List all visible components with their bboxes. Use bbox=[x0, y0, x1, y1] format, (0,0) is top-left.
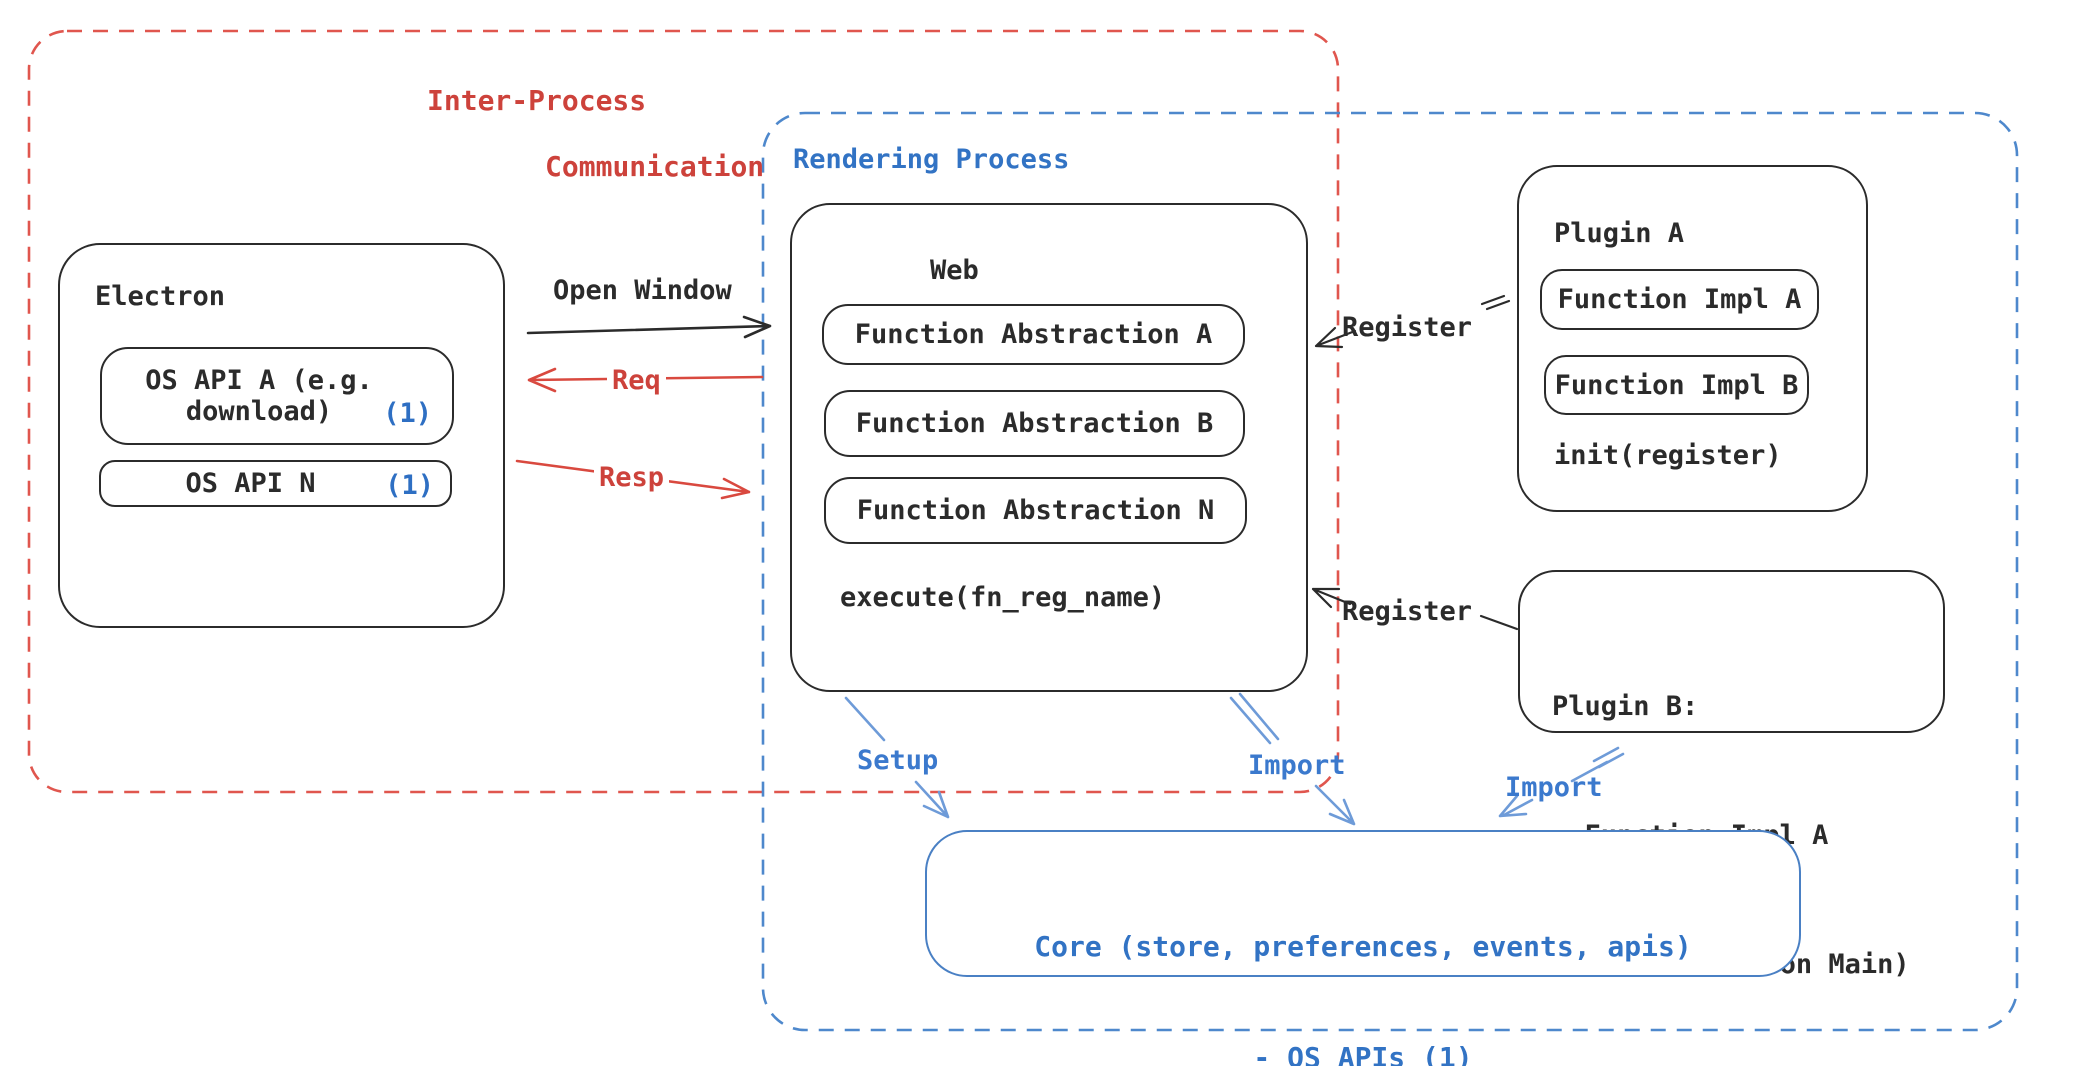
web-title: Web bbox=[930, 255, 979, 286]
register-plugin-b-arrow-tail bbox=[1479, 614, 1519, 631]
setup-label: Setup bbox=[857, 745, 939, 776]
function-abstraction-b-box: Function Abstraction B bbox=[824, 390, 1245, 457]
os-api-a-line1: OS API A (e.g. bbox=[145, 365, 373, 396]
init-register-label: init(register) bbox=[1554, 440, 1782, 471]
register-plugin-b-label: Register bbox=[1342, 596, 1473, 627]
electron-box: Electron OS API A (e.g. download) (1) OS… bbox=[58, 243, 505, 628]
core-box: Core (store, preferences, events, apis) … bbox=[925, 830, 1801, 1066]
function-impl-a-box: Function Impl A bbox=[1540, 269, 1819, 330]
execute-call-label: execute(fn_reg_name) bbox=[840, 582, 1166, 613]
function-abstraction-b-label: Function Abstraction B bbox=[855, 408, 1214, 439]
ipc-label-line2: Communication bbox=[545, 150, 765, 183]
function-abstraction-n-box: Function Abstraction N bbox=[824, 477, 1247, 544]
plugin-b-box: Plugin B: - Function Impl A - Module (ru… bbox=[1518, 570, 1945, 980]
function-impl-a-label: Function Impl A bbox=[1557, 284, 1802, 315]
function-abstraction-a-box: Function Abstraction A bbox=[822, 304, 1245, 365]
function-impl-b-box: Function Impl B bbox=[1544, 355, 1809, 415]
open-window-arrow bbox=[526, 315, 772, 339]
plugin-a-title: Plugin A bbox=[1554, 218, 1685, 249]
rendering-process-label: Rendering Process bbox=[793, 144, 1070, 175]
function-abstraction-a-label: Function Abstraction A bbox=[854, 319, 1213, 350]
resp-label: Resp bbox=[594, 463, 670, 493]
ipc-label-line1: Inter-Process bbox=[427, 84, 647, 117]
os-api-a-box: OS API A (e.g. download) (1) bbox=[100, 347, 454, 445]
ipc-group-label: Inter-Process Communication bbox=[427, 84, 764, 183]
os-api-a-badge: (1) bbox=[383, 398, 432, 429]
req-label: Req bbox=[607, 366, 666, 396]
function-abstraction-n-label: Function Abstraction N bbox=[856, 495, 1215, 526]
core-os-apis-line: - OS APIs (1) bbox=[1253, 1041, 1473, 1066]
import-plugin-b-label: Import bbox=[1505, 772, 1603, 803]
electron-title: Electron bbox=[95, 281, 226, 312]
web-box: Web Function Abstraction A Function Abst… bbox=[790, 203, 1308, 692]
os-api-a-line2: download) bbox=[185, 396, 333, 427]
os-api-n-badge: (1) bbox=[385, 470, 434, 501]
register-plugin-a-arrow-tail bbox=[1480, 294, 1511, 311]
open-window-label: Open Window bbox=[553, 275, 732, 306]
os-api-n-box: OS API N (1) bbox=[99, 460, 452, 507]
core-title-line: Core (store, preferences, events, apis) bbox=[1034, 930, 1692, 963]
import-web-label: Import bbox=[1248, 750, 1346, 781]
function-impl-b-label: Function Impl B bbox=[1554, 369, 1799, 401]
plugin-a-box: Plugin A Function Impl A Function Impl B… bbox=[1517, 165, 1868, 512]
os-api-n-label: OS API N bbox=[185, 468, 316, 499]
register-plugin-a-label: Register bbox=[1342, 312, 1473, 343]
plugin-b-title: Plugin B: bbox=[1552, 691, 1699, 722]
